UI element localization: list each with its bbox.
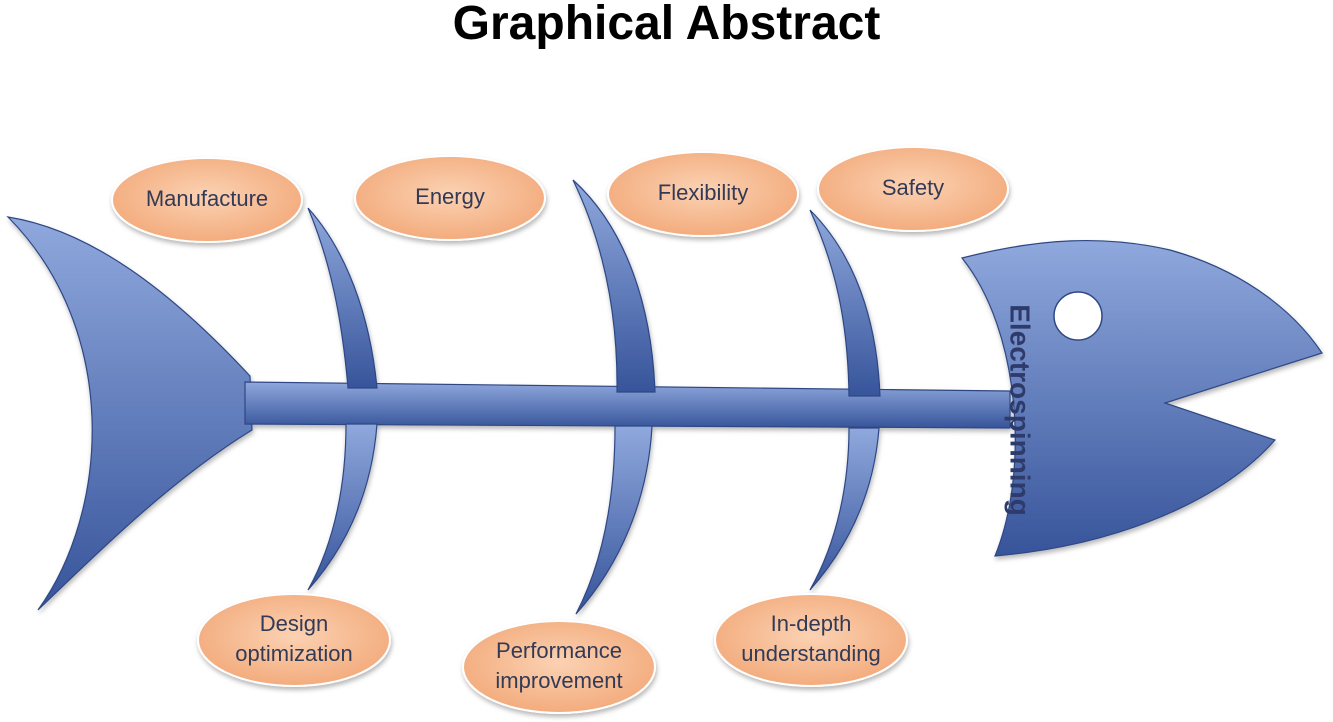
cause-label: improvement bbox=[495, 668, 622, 693]
cause-label: Safety bbox=[882, 175, 944, 200]
cause-oval bbox=[111, 157, 303, 243]
cause-label: understanding bbox=[741, 641, 880, 666]
fish-head bbox=[960, 239, 1323, 557]
bone-top-2 bbox=[572, 179, 656, 393]
bone-bottom-3 bbox=[809, 427, 880, 591]
page-title: Graphical Abstract bbox=[452, 0, 881, 50]
fish-spine bbox=[244, 381, 1011, 429]
bone-top-1 bbox=[307, 207, 378, 389]
fish-body bbox=[6, 179, 1323, 615]
cause-oval bbox=[197, 593, 391, 687]
cause-label: optimization bbox=[235, 641, 352, 666]
cause-oval bbox=[817, 146, 1009, 232]
cause-label: Manufacture bbox=[146, 186, 268, 211]
cause-label: In-depth bbox=[771, 611, 852, 636]
cause-oval bbox=[607, 151, 799, 237]
cause-ovals: Manufacture Energy Flexibility SafetyDesign… bbox=[111, 146, 1009, 714]
fish-tail bbox=[6, 216, 253, 611]
cause-oval bbox=[354, 155, 546, 241]
bone-top-3 bbox=[809, 209, 881, 397]
effect-label: Electrospinning bbox=[1005, 304, 1036, 516]
cause-node-performance-improvement: Performance improvement bbox=[462, 620, 656, 714]
fish-eye bbox=[1053, 291, 1103, 341]
cause-node-safety: Safety bbox=[817, 146, 1009, 232]
bone-bottom-2 bbox=[575, 425, 653, 615]
cause-oval bbox=[714, 593, 908, 687]
cause-oval bbox=[462, 620, 656, 714]
bone-bottom-1 bbox=[307, 423, 378, 591]
cause-node-flexibility: Flexibility bbox=[607, 151, 799, 237]
cause-node-energy: Energy bbox=[354, 155, 546, 241]
cause-node-manufacture: Manufacture bbox=[111, 157, 303, 243]
cause-label: Flexibility bbox=[658, 180, 748, 205]
cause-label: Performance bbox=[496, 638, 622, 663]
cause-label: Design bbox=[260, 611, 328, 636]
cause-node-design-optimization: Design optimization bbox=[197, 593, 391, 687]
cause-node-in-depth-understanding: In-depth understanding bbox=[714, 593, 908, 687]
cause-label: Energy bbox=[415, 184, 485, 209]
